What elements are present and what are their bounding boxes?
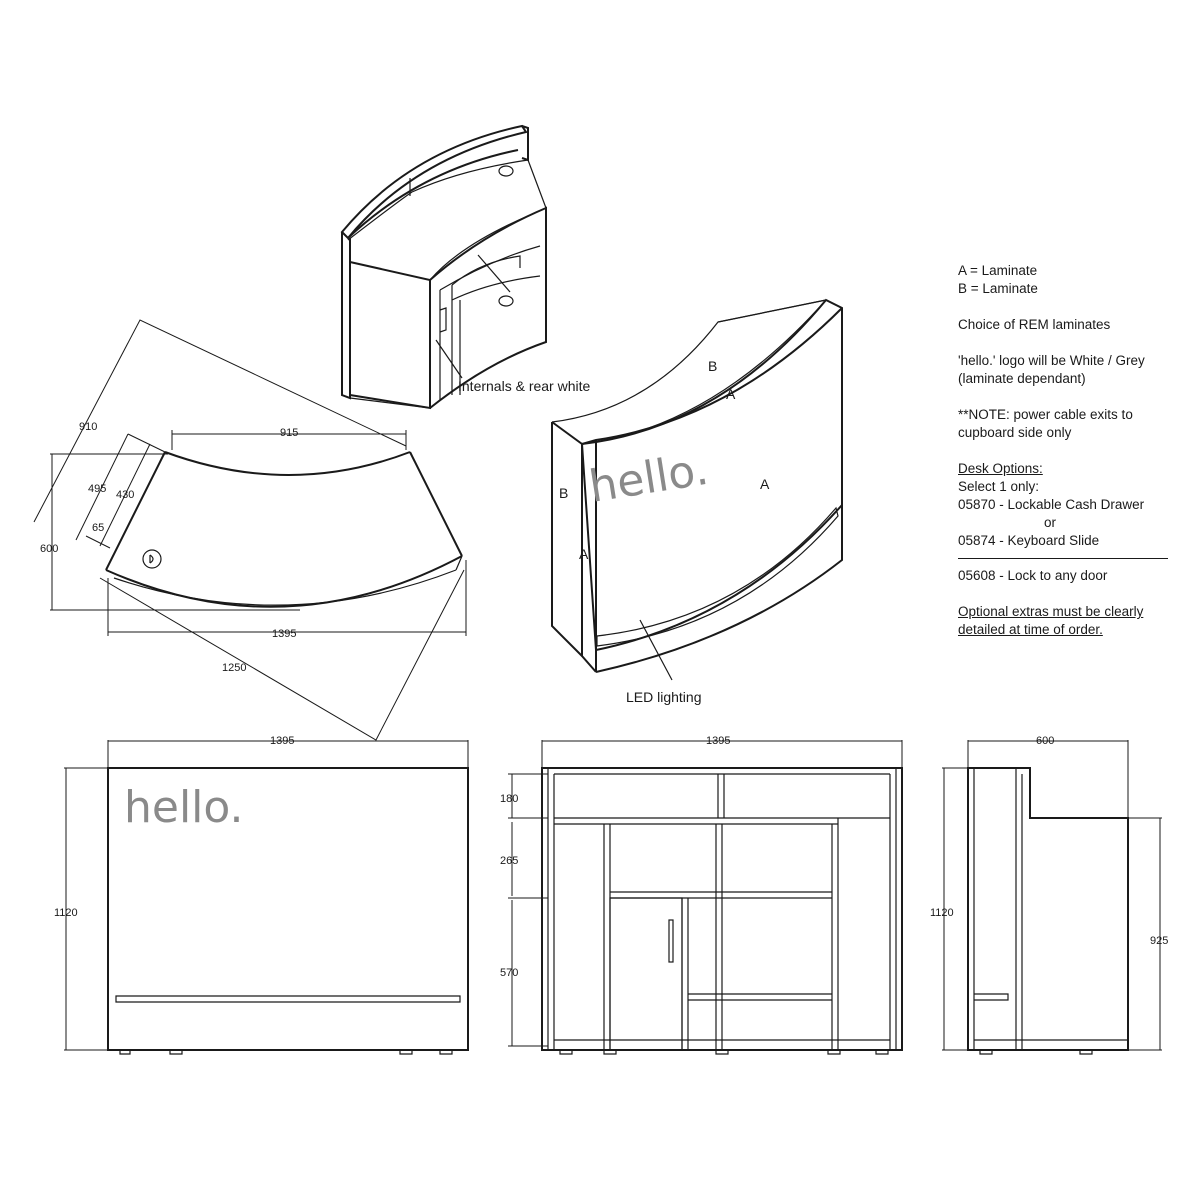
front-elevation: 1395 hello. 1120 xyxy=(54,735,469,1055)
hello-logo-iso: hello. xyxy=(586,444,712,513)
side-dim-925: 925 xyxy=(1150,935,1168,947)
dim-1250: 1250 xyxy=(222,662,246,674)
optional-extras-1: Optional extras must be clearly xyxy=(958,604,1144,619)
dim-915: 915 xyxy=(280,427,298,439)
rear-width-dim: 1395 xyxy=(706,735,730,747)
rear-dim-570: 570 xyxy=(500,967,518,979)
note-choice: Choice of REM laminates xyxy=(958,317,1111,332)
isometric-rear-view: Internals & rear white xyxy=(340,124,590,410)
laminate-a-top: A xyxy=(726,386,736,402)
dim-65: 65 xyxy=(92,522,104,534)
isometric-front-view: hello. B A A B A LED lighting xyxy=(551,298,844,705)
side-width-dim: 600 xyxy=(1036,735,1054,747)
internals-label: Internals & rear white xyxy=(458,378,590,394)
desk-options-heading: Desk Options: xyxy=(958,461,1043,476)
option-cash-drawer: 05870 - Lockable Cash Drawer xyxy=(958,497,1145,512)
side-elevation: 600 1120 925 xyxy=(930,735,1168,1055)
front-height-dim: 1120 xyxy=(54,907,78,919)
laminate-a-side: A xyxy=(579,546,589,562)
side-height-dim: 1120 xyxy=(930,907,954,919)
note-laminate-b: B = Laminate xyxy=(958,281,1038,296)
dim-1395: 1395 xyxy=(272,628,296,640)
laminate-b-side: B xyxy=(559,485,568,501)
note-laminate-a: A = Laminate xyxy=(958,263,1038,278)
rear-elevation: 1395 180 265 570 xyxy=(500,735,903,1055)
optional-extras-2: detailed at time of order. xyxy=(958,622,1103,637)
select-one: Select 1 only: xyxy=(958,479,1040,494)
notes-panel: A = Laminate B = Laminate Choice of REM … xyxy=(958,262,1188,639)
rear-dim-265: 265 xyxy=(500,855,518,867)
dim-910: 910 xyxy=(79,421,97,433)
plan-view: 910 915 495 430 65 600 1395 1250 xyxy=(33,319,467,741)
option-keyboard-slide: 05874 - Keyboard Slide xyxy=(958,533,1100,548)
dim-495: 495 xyxy=(88,483,106,495)
dim-600: 600 xyxy=(40,543,58,555)
note-power-2: cupboard side only xyxy=(958,425,1072,440)
led-label: LED lighting xyxy=(626,689,702,705)
rear-dim-180: 180 xyxy=(500,793,518,805)
option-or: or xyxy=(1044,515,1057,530)
note-logo-1: 'hello.' logo will be White / Grey xyxy=(958,353,1145,368)
option-lock: 05608 - Lock to any door xyxy=(958,568,1108,583)
note-power-1: **NOTE: power cable exits to xyxy=(958,407,1133,422)
dim-430: 430 xyxy=(116,489,134,501)
note-logo-2: (laminate dependant) xyxy=(958,371,1086,386)
laminate-b-top: B xyxy=(708,358,717,374)
laminate-a-front: A xyxy=(760,476,770,492)
hello-logo-front: hello. xyxy=(124,782,244,833)
front-width-dim: 1395 xyxy=(270,735,294,747)
options-divider xyxy=(958,558,1168,559)
